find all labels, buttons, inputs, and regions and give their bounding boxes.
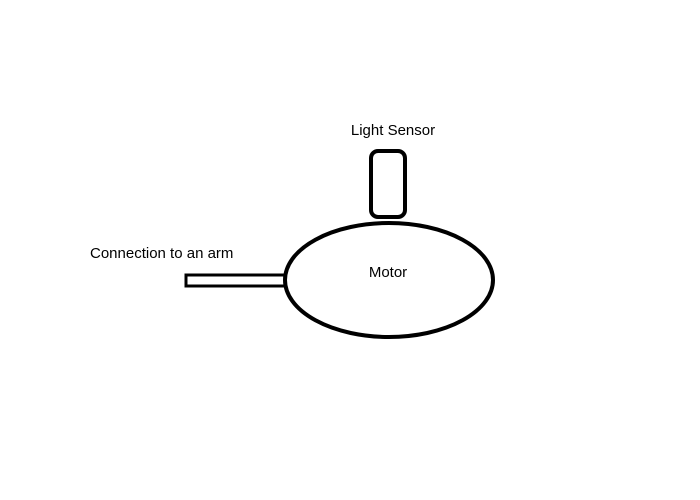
light-sensor-shape <box>369 149 407 219</box>
arm-connection-label: Connection to an arm <box>90 245 233 262</box>
arm-connection-bar <box>184 273 290 288</box>
motor-shape <box>283 221 495 339</box>
light-sensor-label: Light Sensor <box>351 122 435 139</box>
motor-label: Motor <box>369 264 407 281</box>
